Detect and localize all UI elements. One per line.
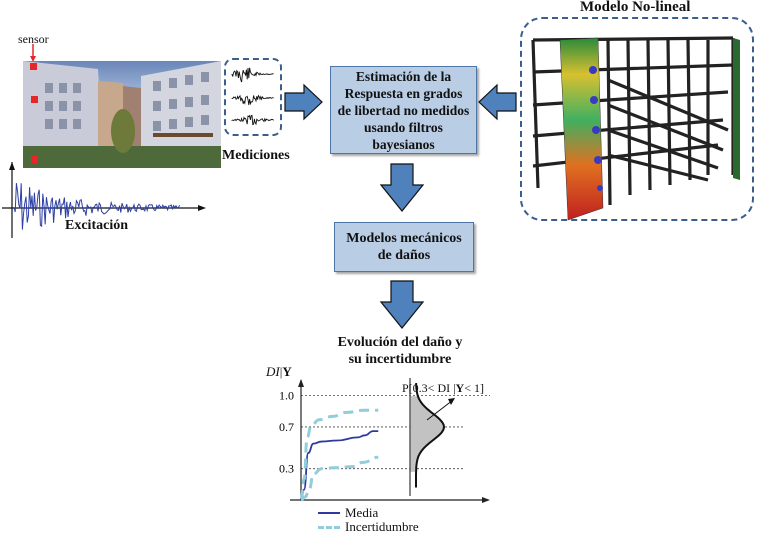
sensor-arrow-icon (30, 44, 36, 62)
estimation-line-3: de libertad no medidos (337, 102, 470, 118)
chart-y-label: DI|Y (266, 364, 292, 380)
evolution-title-line-2: su incertidumbre (348, 352, 452, 367)
sensor-label: sensor (18, 32, 49, 46)
y-tick-label: 0.3 (279, 462, 294, 476)
y-tick-label: 0.7 (279, 420, 294, 434)
y-label-y: Y (282, 364, 292, 379)
excitation-waveform (13, 183, 181, 230)
damage-models-line-2: de daños (377, 248, 431, 263)
measurement-signal-2 (231, 94, 274, 106)
sensor-marker-middle (31, 96, 38, 103)
pdf-curve (415, 383, 446, 488)
measurement-signals (231, 67, 274, 126)
evolution-title: Evolución del daño y su incertidumbre (320, 334, 480, 368)
legend-item-media: Media (318, 506, 419, 520)
chart-y-arrowhead (298, 379, 304, 387)
legend-label-media: Media (345, 505, 379, 520)
damage-models-box: Modelos mecánicos de daños (334, 222, 474, 272)
sensor-marker-bottom (31, 156, 38, 163)
y-label-di: DI (266, 364, 280, 379)
series-incertidumbre-lower (300, 455, 379, 502)
annotation-arrowhead (448, 398, 455, 405)
damage-chart: 0.3 0.7 1.0 (279, 378, 490, 503)
measurements-label: Mediciones (222, 148, 290, 163)
excitation-y-arrowhead (9, 162, 15, 170)
chart-x-arrowhead (482, 497, 490, 503)
annotation-prefix: P[0.3< DI | (402, 381, 456, 395)
chart-legend: Media Incertidumbre (318, 506, 419, 534)
annotation-suffix: < 1] (464, 381, 484, 395)
measurement-signal-3 (231, 114, 274, 126)
annotation-pointer (426, 399, 454, 421)
arrow-right-icon (284, 83, 323, 121)
arrow-down-icon-2 (379, 280, 425, 329)
legend-item-uncertainty: Incertidumbre (318, 520, 419, 534)
estimation-line-2: Respuesta en grados (344, 85, 463, 101)
y-label-separator: | (279, 364, 283, 379)
nonlinear-model-box (520, 17, 754, 221)
sensor-marker-top (30, 63, 37, 70)
excitation-label: Excitación (65, 218, 128, 233)
series-incertidumbre (299, 408, 379, 502)
nonlinear-model-title: Modelo No-lineal (580, 0, 691, 15)
evolution-title-line-1: Evolución del daño y (337, 335, 463, 350)
excitation-seismogram (2, 162, 206, 238)
arrow-left-icon (478, 83, 517, 121)
measurement-signal-1 (231, 67, 274, 83)
frame-structure-model (531, 36, 740, 221)
excitation-x-arrowhead (198, 205, 206, 211)
estimation-line-4: usando filtros (364, 119, 443, 135)
annotation-bold: Y (455, 381, 465, 395)
pdf-shaded-area (410, 396, 444, 472)
estimation-line-1: Estimación de la (355, 68, 452, 84)
probability-annotation: P[0.3< DI |Y< 1] (402, 381, 484, 396)
estimation-line-5: bayesianos (372, 136, 435, 152)
damage-models-line-1: Modelos mecánicos (346, 231, 462, 246)
measurements-box (224, 58, 282, 136)
legend-swatch-dashed (318, 525, 340, 529)
estimation-box: Estimación de la Respuesta en grados de … (330, 66, 477, 154)
arrow-down-icon-1 (379, 163, 425, 212)
legend-swatch-solid (318, 512, 340, 514)
y-tick-label: 1.0 (279, 389, 294, 403)
series-media (300, 430, 379, 501)
legend-label-uncertainty: Incertidumbre (345, 519, 419, 534)
building-photo (23, 61, 221, 168)
